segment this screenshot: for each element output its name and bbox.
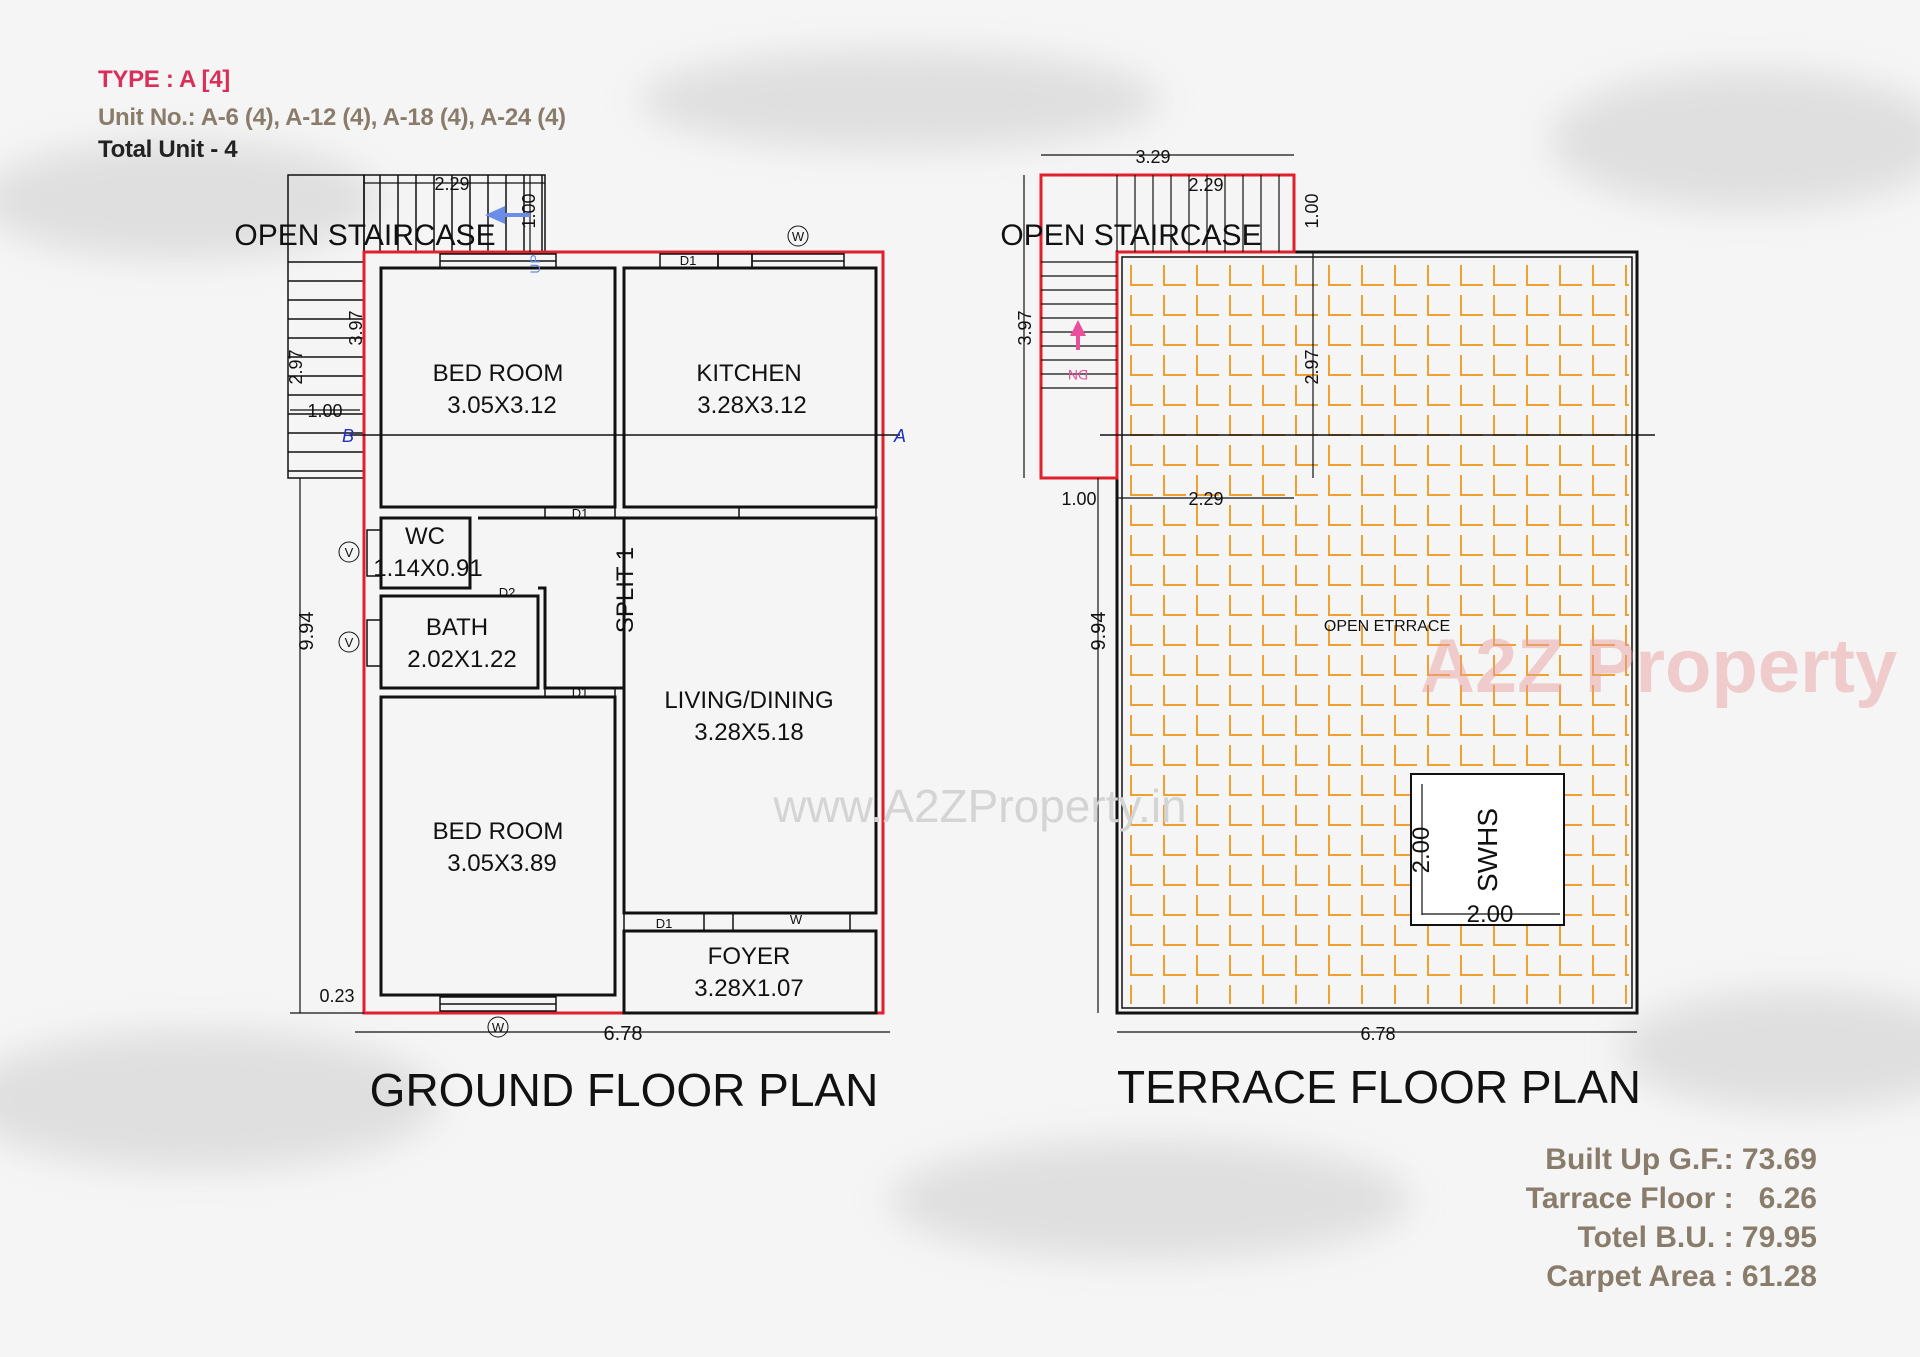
down-arrow-icon [1070, 320, 1086, 336]
svg-text:W: W [492, 1020, 505, 1035]
svg-text:2.97: 2.97 [1302, 349, 1322, 384]
svg-text:2.29: 2.29 [434, 174, 469, 194]
svg-text:6.78: 6.78 [604, 1023, 643, 1045]
svg-text:2.29: 2.29 [1188, 175, 1223, 195]
svg-text:BED ROOM: BED ROOM [433, 360, 564, 387]
svg-text:D1: D1 [572, 506, 589, 521]
svg-text:2.97: 2.97 [286, 349, 306, 384]
terrace-floor-title: TERRACE FLOOR PLAN [1117, 1061, 1641, 1113]
svg-text:9.94: 9.94 [296, 612, 318, 651]
svg-text:BED ROOM: BED ROOM [433, 818, 564, 845]
svg-text:V: V [345, 545, 354, 560]
kitchen [622, 266, 878, 509]
svg-text:3.28X3.12: 3.28X3.12 [697, 392, 806, 419]
svg-text:UP: UP [527, 254, 543, 273]
svg-text:9.94: 9.94 [1088, 612, 1110, 651]
watermark-url: www.A2ZProperty.in [772, 780, 1186, 832]
ground-labels: OPEN STAIRCASE UP BED ROOM 3.05X3.12 KITC… [234, 174, 906, 1116]
svg-text:W: W [792, 229, 805, 244]
staircase-label: OPEN STAIRCASE [234, 219, 495, 252]
svg-text:V: V [345, 635, 354, 650]
carpet-area: Carpet Area : 61.28 [1546, 1260, 1817, 1293]
svg-text:1.14X0.91: 1.14X0.91 [373, 555, 482, 582]
unit-numbers: Unit No.: A-6 (4), A-12 (4), A-18 (4), A… [98, 104, 566, 131]
svg-text:3.97: 3.97 [346, 310, 366, 345]
svg-text:DN: DN [1068, 367, 1088, 383]
svg-text:SWHS: SWHS [1472, 808, 1503, 892]
svg-text:1.00: 1.00 [307, 401, 342, 421]
svg-text:D1: D1 [572, 685, 589, 700]
svg-text:6.78: 6.78 [1360, 1024, 1395, 1044]
svg-text:WC: WC [405, 523, 445, 550]
svg-text:SPLIT 1: SPLIT 1 [612, 547, 639, 633]
svg-text:1.00: 1.00 [1061, 489, 1096, 509]
type-label: TYPE : A [4] [98, 66, 230, 93]
svg-text:3.28X1.07: 3.28X1.07 [694, 975, 803, 1002]
terrace-floor-plan [1023, 154, 1655, 1033]
svg-text:3.29: 3.29 [1135, 147, 1170, 167]
up-arrow-icon [485, 206, 505, 224]
watermark-logo: A2Z Property [1420, 624, 1897, 709]
ground-floor-plan [287, 174, 900, 1033]
svg-text:OPEN ETRRACE: OPEN ETRRACE [1324, 618, 1450, 635]
svg-text:2.02X1.22: 2.02X1.22 [407, 646, 516, 673]
total-units: Total Unit - 4 [98, 136, 238, 163]
svg-text:2.00: 2.00 [1408, 827, 1435, 874]
terrace-area: Tarrace Floor : 6.26 [1525, 1182, 1817, 1215]
svg-text:A: A [893, 426, 906, 446]
svg-text:W: W [790, 912, 803, 927]
built-up-area: Built Up G.F.: 73.69 [1545, 1143, 1817, 1176]
svg-text:3.28X5.18: 3.28X5.18 [694, 719, 803, 746]
svg-text:2.29: 2.29 [1188, 489, 1223, 509]
bedroom-1 [379, 266, 617, 509]
svg-text:3.05X3.89: 3.05X3.89 [447, 850, 556, 877]
svg-text:D1: D1 [680, 253, 697, 268]
terrace-labels: OPEN STAIRCASE DN OPEN ETRRACE SWHS 3.29… [1000, 147, 1641, 1113]
svg-text:1.00: 1.00 [1302, 193, 1322, 228]
living-dining [622, 516, 878, 915]
svg-text:OPEN STAIRCASE: OPEN STAIRCASE [1000, 219, 1261, 252]
total-built-up: Totel B.U. : 79.95 [1577, 1221, 1817, 1254]
svg-text:B: B [342, 426, 354, 446]
svg-text:KITCHEN: KITCHEN [696, 360, 801, 387]
ground-floor-title: GROUND FLOOR PLAN [370, 1064, 879, 1116]
svg-text:1.00: 1.00 [519, 193, 539, 228]
bedroom-2 [379, 695, 617, 997]
svg-text:BATH: BATH [426, 614, 488, 641]
svg-text:FOYER: FOYER [708, 943, 791, 970]
bath [379, 594, 540, 690]
swhs-box [1410, 773, 1565, 926]
svg-text:2.00: 2.00 [1467, 901, 1514, 928]
svg-text:0.23: 0.23 [319, 986, 354, 1006]
svg-text:3.97: 3.97 [1015, 310, 1035, 345]
svg-text:3.05X3.12: 3.05X3.12 [447, 392, 556, 419]
svg-text:LIVING/DINING: LIVING/DINING [664, 687, 833, 714]
background-texture [0, 50, 1920, 1260]
svg-text:D1: D1 [656, 916, 673, 931]
svg-text:D2: D2 [499, 585, 516, 600]
